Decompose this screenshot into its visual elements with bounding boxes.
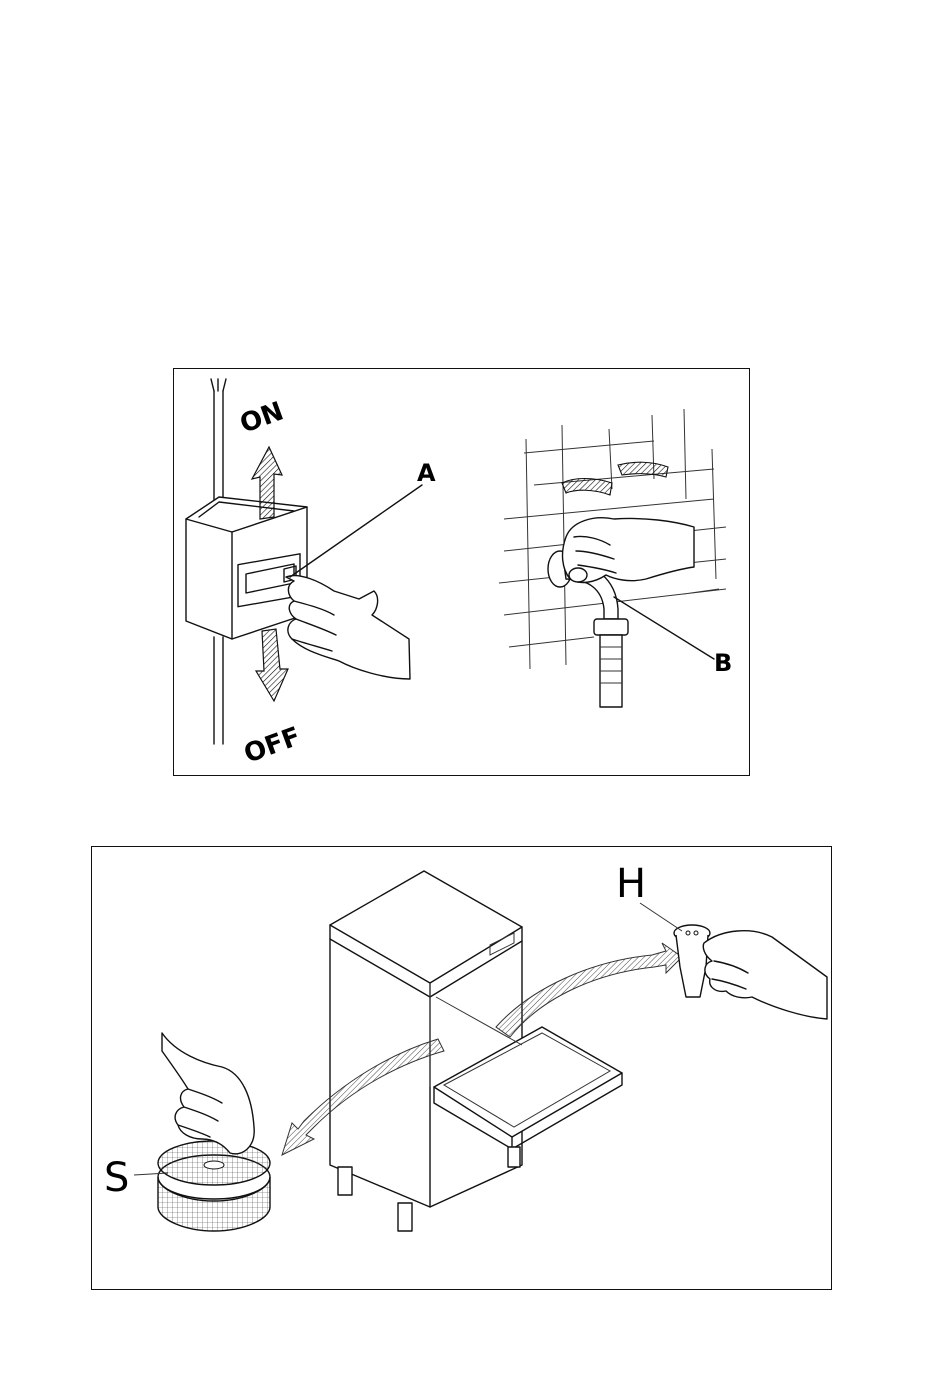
callout-a-leader	[290, 485, 422, 577]
callout-h-leader	[640, 903, 682, 931]
hand-pressing-switch	[286, 576, 410, 679]
dishwasher-machine	[330, 871, 622, 1231]
rotation-arrows-icon	[562, 462, 668, 495]
breaker-box	[186, 497, 307, 639]
hand-lifting-filter	[162, 1033, 254, 1154]
filter-basket	[158, 1141, 270, 1231]
on-label: ON	[236, 396, 287, 439]
callout-s-label: S	[104, 1155, 129, 1201]
callout-b-label: B	[714, 649, 732, 677]
dishwasher-illustration-panel: H S	[91, 846, 832, 1290]
callout-h-label: H	[616, 861, 646, 907]
callout-a-label: A	[417, 459, 436, 487]
switch-and-tap-drawing: ON OFF A B	[174, 369, 751, 777]
switch-illustration-panel: ON OFF A B	[173, 368, 750, 776]
off-arrow-icon	[256, 629, 288, 701]
dishwasher-drawing: H S	[92, 847, 833, 1291]
hand-holding-nozzle	[703, 931, 827, 1019]
off-label: OFF	[240, 722, 304, 770]
hand-turning-tap	[563, 518, 694, 583]
arrow-to-nozzle-icon	[496, 943, 682, 1037]
callout-b-leader	[614, 597, 714, 659]
spray-nozzle	[674, 925, 710, 997]
